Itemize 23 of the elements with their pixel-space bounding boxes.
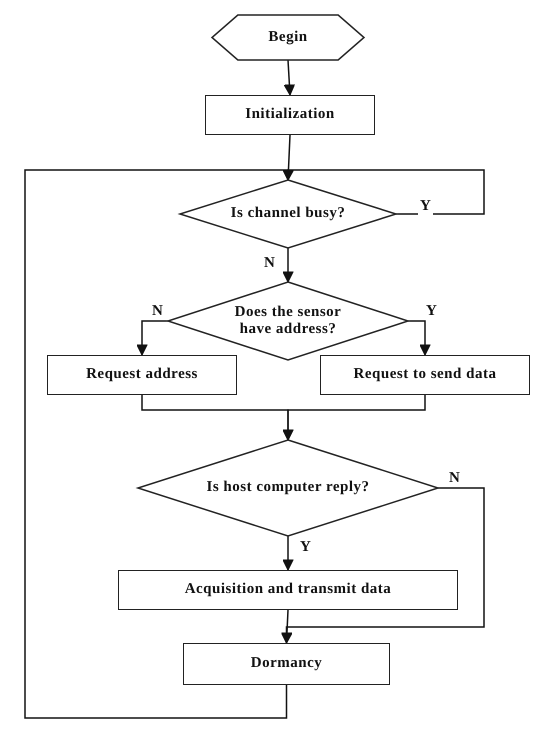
process-box [320, 355, 530, 395]
process-box [183, 643, 390, 685]
flow-arrow [24, 168, 294, 719]
node-label: Begin [268, 28, 308, 46]
flow-arrow [284, 60, 296, 96]
flow-arrow [282, 395, 426, 441]
node-label: Request address [86, 366, 198, 384]
process-box [118, 570, 458, 610]
node-label: Acquisition and transmit data [184, 581, 392, 599]
process-box [205, 95, 375, 135]
node-label: Initialization [245, 106, 335, 124]
flow-arrow [136, 320, 168, 356]
process-box [47, 355, 237, 395]
flow-arrow [282, 536, 294, 571]
node-label: Dormancy [250, 655, 322, 673]
flow-arrow [281, 610, 293, 644]
node-label: Is channel busy? [230, 205, 346, 223]
flow-arrow [282, 248, 294, 283]
node-label: Request to send data [354, 366, 496, 384]
node-label: Is host computer reply? [206, 479, 370, 497]
edge-label: Y [418, 198, 433, 214]
node-label: Does the sensor have address? [234, 304, 342, 338]
flow-arrow [408, 320, 431, 356]
